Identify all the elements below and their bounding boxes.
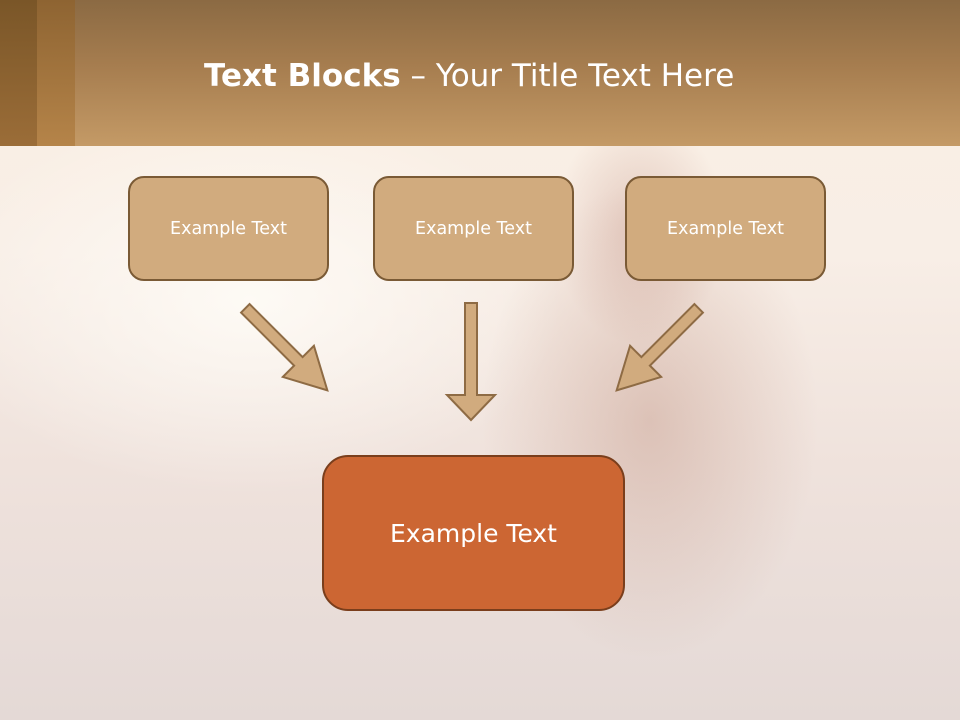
text-block-result-label: Example Text xyxy=(390,518,557,548)
text-block-center-label: Example Text xyxy=(415,218,532,239)
text-block-result: Example Text xyxy=(322,455,625,611)
title-bold: Text Blocks xyxy=(204,58,401,94)
text-block-center: Example Text xyxy=(373,176,574,281)
arrow-left-to-bottom xyxy=(239,302,329,392)
header-stripe-dark xyxy=(0,0,37,146)
header-stripe-mid xyxy=(37,0,75,146)
text-block-right: Example Text xyxy=(625,176,826,281)
arrow-right-to-bottom xyxy=(615,302,705,392)
arrow-center-to-bottom xyxy=(444,302,498,422)
text-block-left: Example Text xyxy=(128,176,329,281)
title-separator: – xyxy=(400,58,436,94)
title-rest: Your Title Text Here xyxy=(435,58,735,94)
header-band xyxy=(0,0,960,146)
text-block-right-label: Example Text xyxy=(667,218,784,239)
text-block-left-label: Example Text xyxy=(170,218,287,239)
slide-title: Text Blocks – Your Title Text Here xyxy=(204,54,734,98)
